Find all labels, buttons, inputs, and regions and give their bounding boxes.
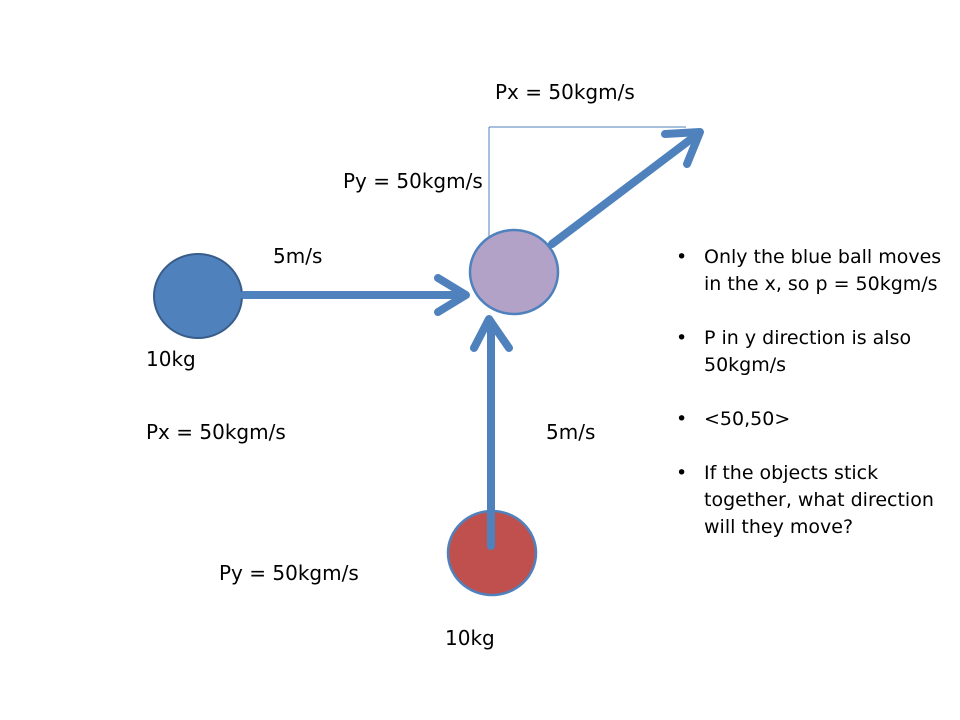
red-mass-label: 10kg (445, 626, 495, 650)
blue-mass-label: 10kg (146, 347, 196, 371)
bullet-dot-icon: • (676, 408, 688, 430)
bullet-text: Only the blue ball moves in the x, so p … (704, 246, 942, 295)
explanation-bullet-list: • Only the blue ball moves in the x, so … (676, 244, 946, 541)
red-speed-label: 5m/s (546, 420, 596, 444)
combined-ball (468, 228, 560, 316)
blue-velocity-arrow (240, 274, 470, 316)
blue-px-label: Px = 50kgm/s (146, 420, 286, 444)
resultant-momentum-arrow (548, 128, 704, 248)
bullet-dot-icon: • (676, 462, 688, 484)
blue-ball (153, 253, 243, 339)
resultant-px-label: Px = 50kgm/s (495, 80, 635, 104)
bullet-dot-icon: • (676, 246, 688, 268)
bullet-item: • <50,50> (676, 406, 946, 433)
bullet-dot-icon: • (676, 327, 688, 349)
red-py-label: Py = 50kgm/s (219, 561, 359, 585)
bullet-item: • Only the blue ball moves in the x, so … (676, 244, 946, 298)
red-velocity-arrow (470, 315, 513, 550)
bullet-item: • If the objects stick together, what di… (676, 460, 946, 541)
bullet-text: If the objects stick together, what dire… (704, 462, 934, 538)
bullet-item: • P in y direction is also 50kgm/s (676, 325, 946, 379)
bullet-text: P in y direction is also 50kgm/s (704, 327, 912, 376)
bullet-text: <50,50> (704, 408, 791, 430)
blue-speed-label: 5m/s (273, 244, 323, 268)
resultant-py-label: Py = 50kgm/s (343, 169, 483, 193)
